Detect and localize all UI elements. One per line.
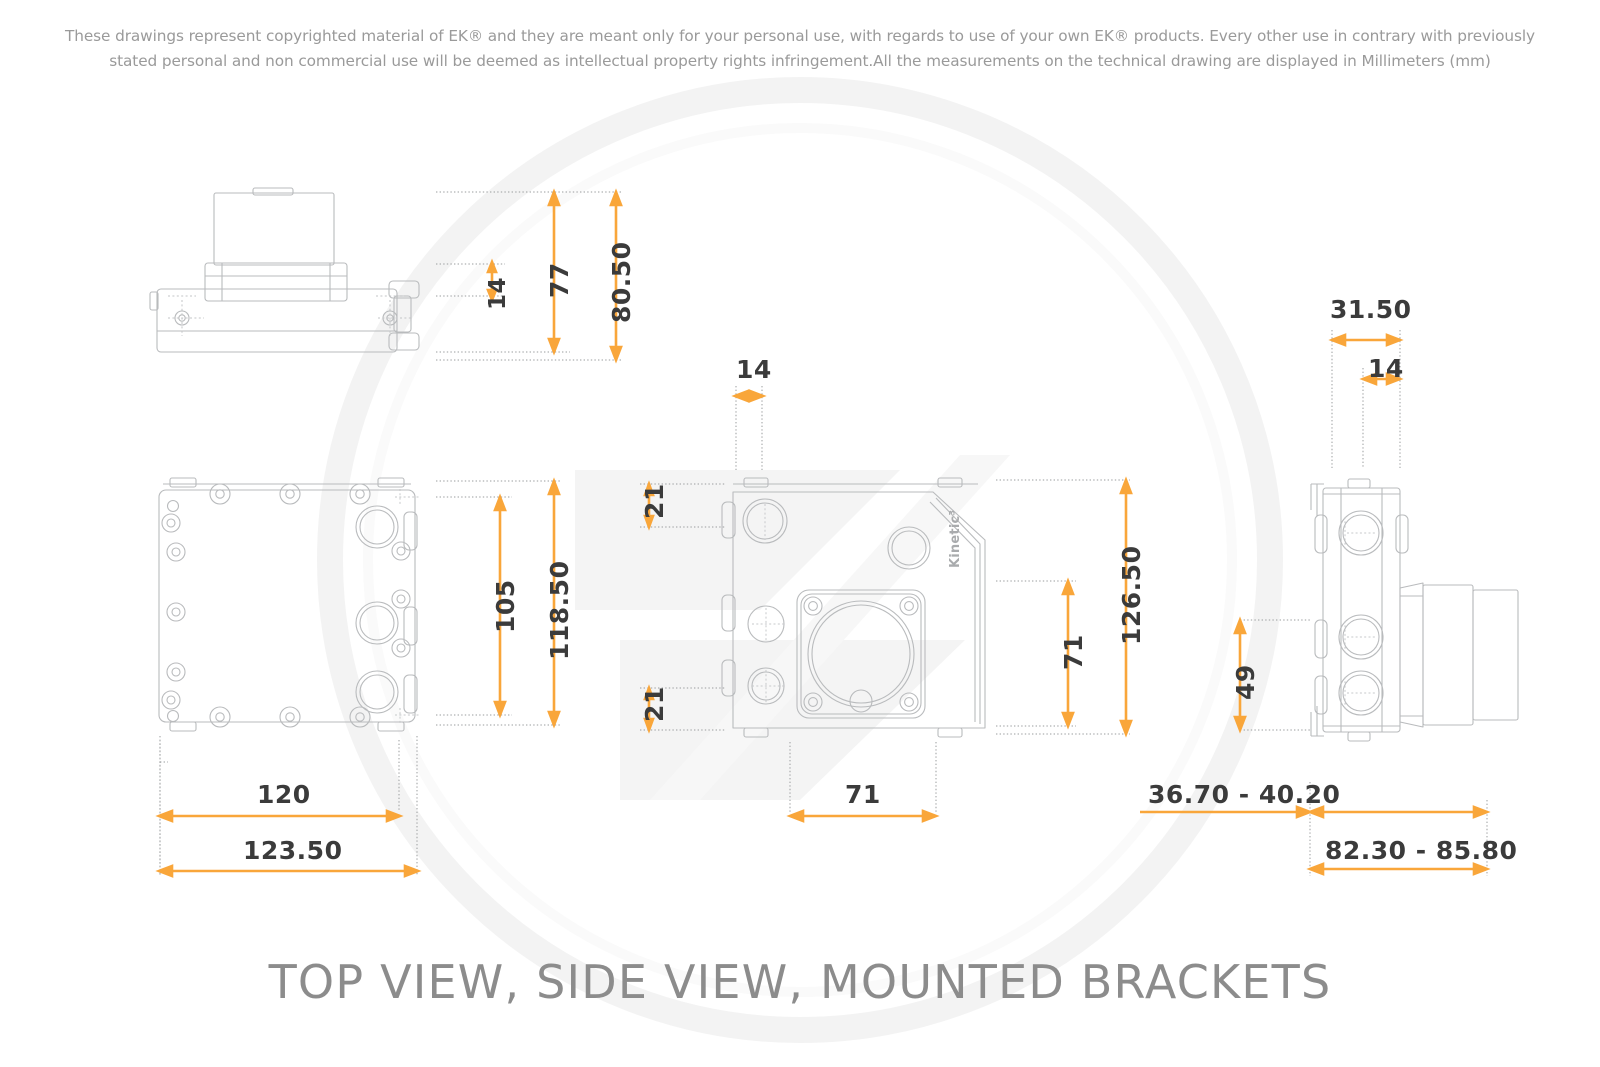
dimension-label-82-30-85-80: 82.30 - 85.80	[1325, 836, 1518, 865]
dimension-label-14-right: 14	[1368, 354, 1404, 383]
copyright-disclaimer: These drawings represent copyrighted mat…	[65, 27, 1535, 70]
dimension-label-123-50: 123.50	[243, 836, 343, 865]
dimension-label-36-70-40-20: 36.70 - 40.20	[1148, 780, 1341, 809]
dimension-label-14-mid: 14	[736, 355, 772, 384]
dimension-label-71-horizontal: 71	[845, 780, 881, 809]
view-caption: TOP VIEW, SIDE VIEW, MOUNTED BRACKETS	[268, 955, 1332, 1009]
dimension-label-31-50: 31.50	[1330, 295, 1412, 324]
dimension-label-120: 120	[257, 780, 311, 809]
dimension-label-49: 49	[1231, 664, 1260, 700]
